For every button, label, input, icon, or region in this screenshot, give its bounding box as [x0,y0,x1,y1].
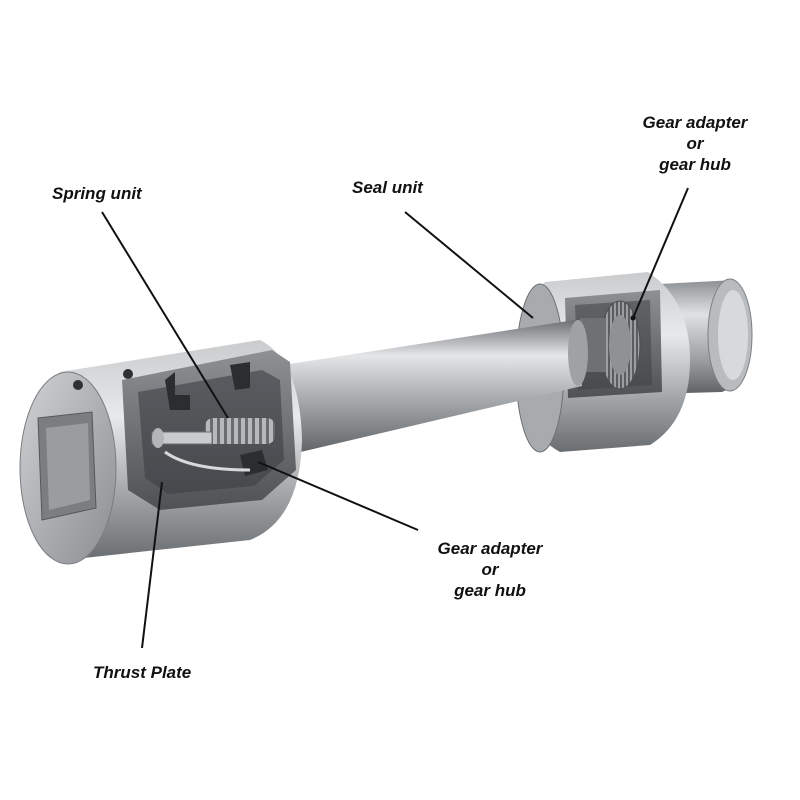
leader-lines [101,187,689,649]
leader-gear-adapter-mid [257,461,419,531]
label-gear-adapter-mid-line2: or [481,560,499,579]
label-gear-adapter-mid-line1: Gear adapter [437,539,543,558]
leader-thrust-plate [141,481,163,649]
spring-coil [205,418,275,444]
label-spring-unit: Spring unit [52,184,142,203]
label-gear-adapter-mid: Gear adapter or gear hub [425,538,555,601]
label-seal-unit: Seal unit [352,178,423,197]
label-gear-adapter-mid-line3: gear hub [454,581,526,600]
label-thrust-plate: Thrust Plate [93,663,192,682]
leader-seal-unit [404,211,534,319]
leader-gear-adapter-top [632,187,689,319]
label-gear-adapter-top-line2: or [686,134,704,153]
right-collar [515,272,690,453]
label-gear-adapter-top-line3: gear hub [659,155,731,174]
leader-spring-unit [101,211,229,419]
main-shaft [250,320,588,462]
label-gear-adapter-top: Gear adapter or gear hub [630,112,760,175]
left-cutaway [122,350,296,510]
label-gear-adapter-top-line1: Gear adapter [642,113,748,132]
